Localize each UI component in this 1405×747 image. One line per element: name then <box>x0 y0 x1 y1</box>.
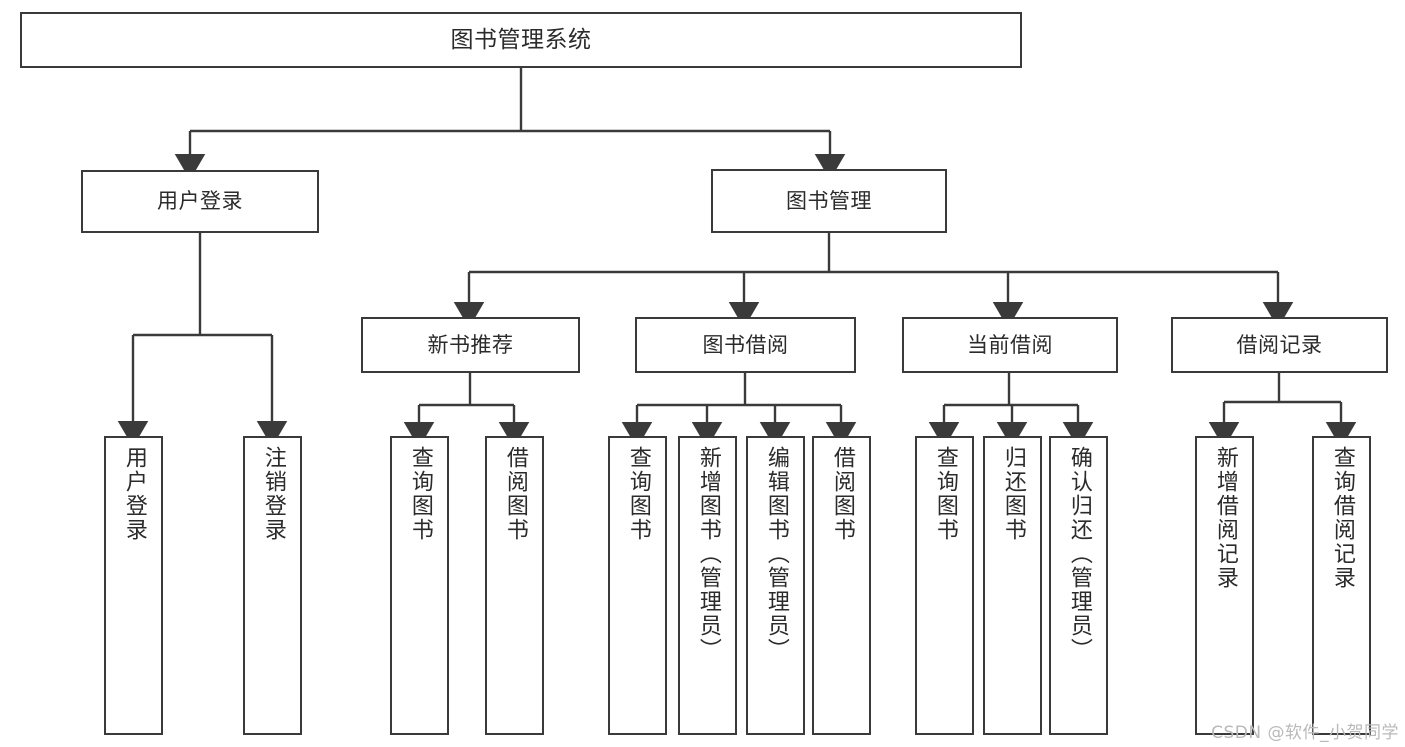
node-user-login-label: 用户登录 <box>157 189 243 214</box>
node-current-borrow-label: 当前借阅 <box>967 332 1053 357</box>
node-book-borrow-label: 图书借阅 <box>702 332 789 357</box>
node-root[interactable]: 图书管理系统 <box>20 12 1022 68</box>
leaf-current-borrow-confirm[interactable]: 确认归还（管理员） <box>1049 436 1108 735</box>
leaf-book-borrow-add[interactable]: 新增图书（管理员） <box>678 436 737 735</box>
leaf-current-borrow-return-label: 归还图书 <box>1000 446 1026 542</box>
node-new-book-recommend[interactable]: 新书推荐 <box>361 317 580 373</box>
leaf-current-borrow-query[interactable]: 查询图书 <box>915 436 974 735</box>
leaf-new-book-borrow-label: 借阅图书 <box>502 446 528 542</box>
node-root-label: 图书管理系统 <box>450 26 592 53</box>
node-book-manage-label: 图书管理 <box>786 188 872 213</box>
node-borrow-record[interactable]: 借阅记录 <box>1171 317 1388 373</box>
leaf-book-borrow-add-label: 新增图书（管理员） <box>695 446 721 662</box>
leaf-current-borrow-return[interactable]: 归还图书 <box>983 436 1042 735</box>
leaf-new-book-query-label: 查询图书 <box>407 446 433 542</box>
leaf-new-book-borrow[interactable]: 借阅图书 <box>485 436 544 735</box>
node-borrow-record-label: 借阅记录 <box>1236 332 1323 357</box>
leaf-user-login-signout[interactable]: 注销登录 <box>243 436 302 735</box>
leaf-borrow-record-add[interactable]: 新增借阅记录 <box>1195 436 1254 735</box>
leaf-borrow-record-add-label: 新增借阅记录 <box>1212 446 1238 590</box>
leaf-book-borrow-lend[interactable]: 借阅图书 <box>812 436 871 735</box>
leaf-book-borrow-edit-label: 编辑图书（管理员） <box>763 446 789 662</box>
leaf-current-borrow-confirm-label: 确认归还（管理员） <box>1066 446 1092 662</box>
leaf-book-borrow-lend-label: 借阅图书 <box>829 446 855 542</box>
leaf-user-login-signout-label: 注销登录 <box>260 446 286 542</box>
node-book-borrow[interactable]: 图书借阅 <box>635 317 856 373</box>
node-current-borrow[interactable]: 当前借阅 <box>902 317 1118 373</box>
node-new-book-recommend-label: 新书推荐 <box>427 332 514 357</box>
leaf-book-borrow-query-label: 查询图书 <box>625 446 651 542</box>
leaf-user-login-signin-label: 用户登录 <box>121 446 147 542</box>
node-book-manage[interactable]: 图书管理 <box>711 169 947 233</box>
leaf-user-login-signin[interactable]: 用户登录 <box>104 436 163 735</box>
leaf-book-borrow-query[interactable]: 查询图书 <box>608 436 667 735</box>
leaf-borrow-record-query-label: 查询借阅记录 <box>1329 446 1355 590</box>
leaf-book-borrow-edit[interactable]: 编辑图书（管理员） <box>746 436 805 735</box>
node-user-login[interactable]: 用户登录 <box>81 170 319 233</box>
leaf-borrow-record-query[interactable]: 查询借阅记录 <box>1312 436 1371 735</box>
leaf-new-book-query[interactable]: 查询图书 <box>390 436 449 735</box>
leaf-current-borrow-query-label: 查询图书 <box>932 446 958 542</box>
